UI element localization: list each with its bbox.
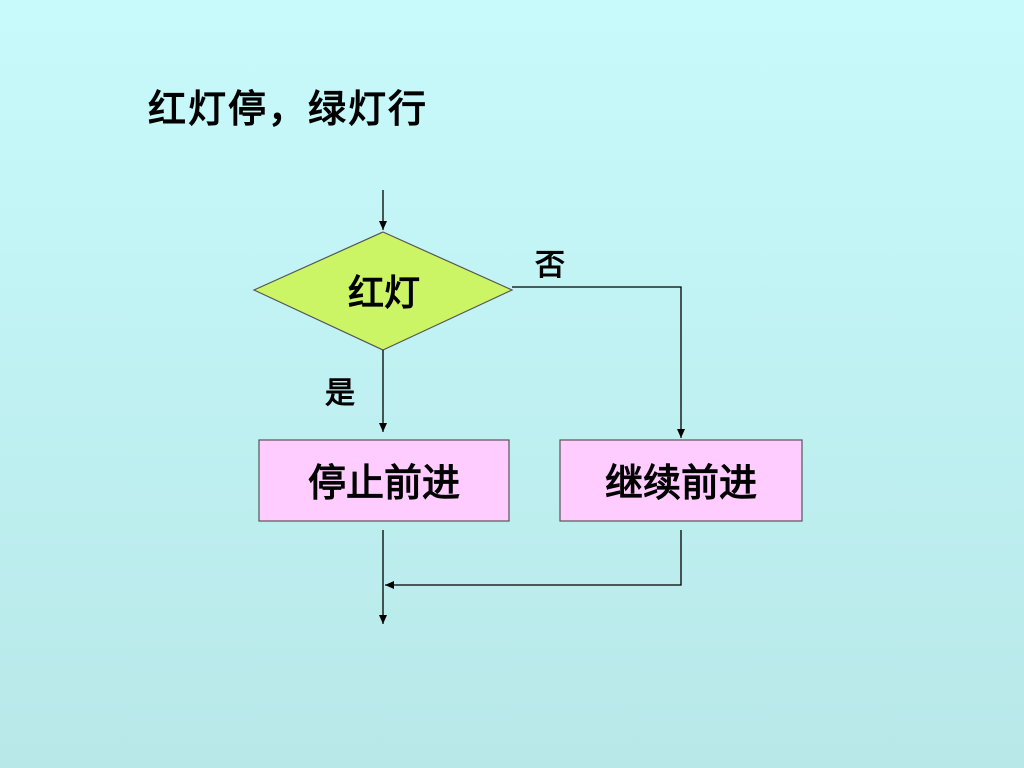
- slide-title: 红灯停，绿灯行: [148, 86, 429, 131]
- yes-label: 是: [325, 376, 355, 411]
- go-merge-arrow: [385, 530, 682, 589]
- decision-red-light: 红灯: [252, 231, 514, 351]
- decision-label: 红灯: [348, 272, 420, 314]
- no-arrow: [512, 286, 685, 438]
- go-box-rect: [559, 439, 803, 522]
- stop-box: 停止前进: [258, 439, 510, 522]
- stop-box-label: 停止前进: [308, 460, 460, 505]
- go-box: 继续前进: [559, 439, 803, 522]
- stop-box-rect: [258, 439, 510, 522]
- no-label: 否: [535, 248, 565, 283]
- go-box-label: 继续前进: [605, 460, 757, 505]
